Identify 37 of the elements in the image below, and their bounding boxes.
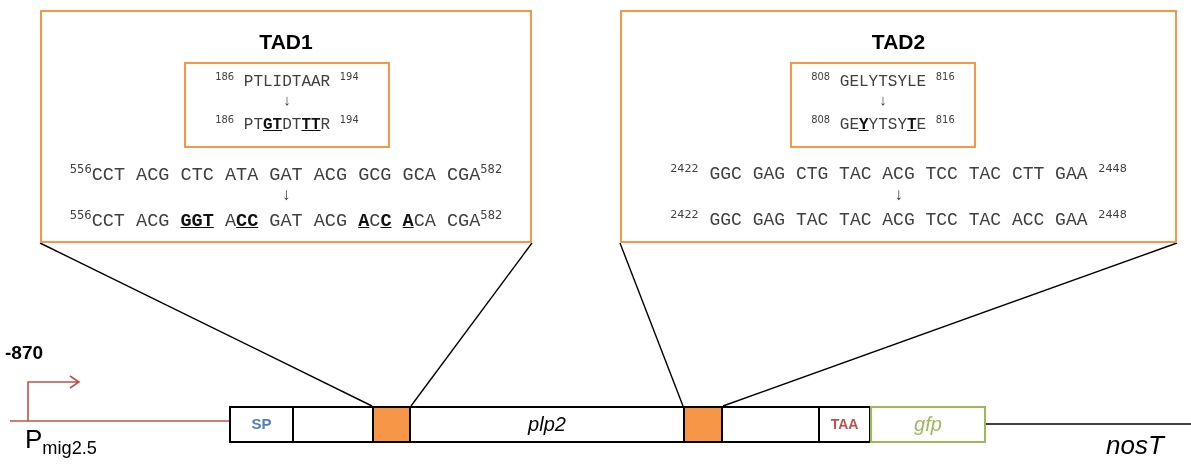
mutation-arrow: ↓ xyxy=(280,186,292,205)
peptide-box xyxy=(184,62,390,148)
position-label: -870 xyxy=(5,342,44,364)
peptide-sequence: $^{808}$ GEYYTSYTE $^{816}$ xyxy=(811,114,955,135)
mutation-arrow: ↓ xyxy=(282,93,292,110)
leader-line xyxy=(410,242,533,407)
segment-label: SP xyxy=(251,415,272,432)
leader-line xyxy=(722,242,1178,407)
terminator-label: nosT xyxy=(1106,430,1164,461)
peptide-sequence: $^{186}$ PTGTDTTTR $^{194}$ xyxy=(215,114,359,135)
gene-segment xyxy=(721,406,820,443)
gene-name: gfp xyxy=(914,413,942,436)
promoter-label: P$_{mig2.5}$ xyxy=(25,424,97,460)
domain-box xyxy=(40,10,532,243)
mutation-arrow: ↓ xyxy=(893,186,904,205)
stop-codon-label: TAA xyxy=(830,416,859,432)
gene-segment xyxy=(818,406,871,443)
domain-segment xyxy=(683,406,723,443)
domain-title: TAD2 xyxy=(871,30,926,54)
domain-segment xyxy=(372,406,411,443)
dna-sequence: $^{556}$CCT ACG CTC ATA GAT ACG GCG GCA CGA$^{582}$ xyxy=(69,162,503,187)
dna-sequence: $^{2422}$ GGC GAG TAC TAC ACG TCC TAC ACC GAA $^{2448}$ xyxy=(670,208,1127,230)
peptide-sequence: $^{808}$ GELYTSYLE $^{816}$ xyxy=(811,71,955,92)
gene-segment xyxy=(409,406,685,443)
gene-segment xyxy=(870,406,986,443)
leader-line xyxy=(619,242,684,407)
mutation-arrow: ↓ xyxy=(878,93,888,110)
dna-sequence: $^{556}$CCT ACG GGT ACC GAT ACG ACC ACA CGA$^{582}$ xyxy=(69,208,503,233)
gene-name: plp2 xyxy=(528,413,566,436)
gene-segment xyxy=(229,406,294,443)
gene-segment xyxy=(292,406,374,443)
peptide-sequence: $^{186}$ PTLIDTAAR $^{194}$ xyxy=(215,71,359,92)
domain-box xyxy=(620,10,1177,243)
dna-sequence: $^{2422}$ GGC GAG CTG TAC ACG TCC TAC CTT GAA $^{2448}$ xyxy=(670,162,1127,184)
leader-line xyxy=(39,242,373,407)
peptide-box xyxy=(790,62,976,148)
domain-title: TAD1 xyxy=(259,30,313,54)
